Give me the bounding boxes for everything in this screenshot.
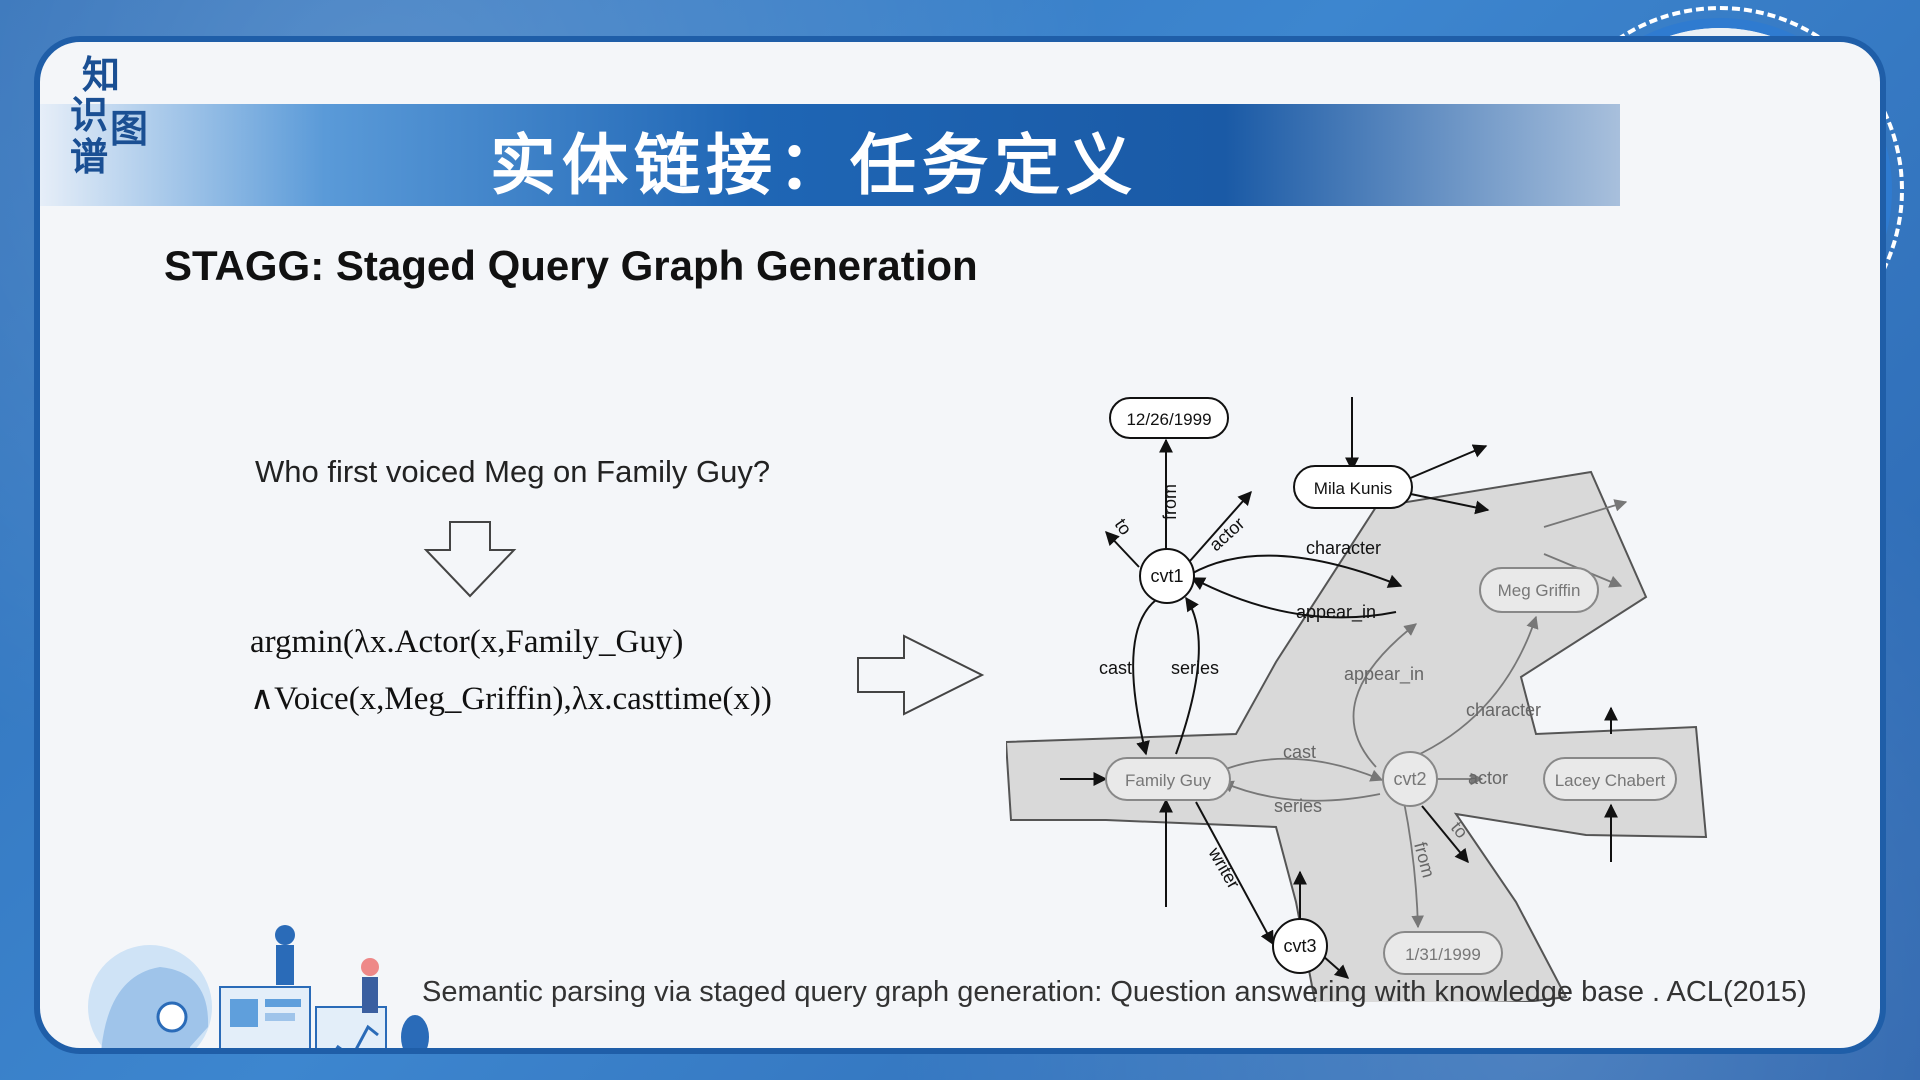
node-cvt3-label: cvt3 <box>1283 936 1316 956</box>
formula-line-2: ∧Voice(x,Meg_Griffin),λx.casttime(x)) <box>250 681 772 717</box>
edge-label-writer: writer <box>1204 843 1244 892</box>
edge-label-appear-in2: appear_in <box>1344 664 1424 685</box>
query-graph: 12/26/1999 Mila Kunis cvt1 Meg Griffin F… <box>1006 397 1708 1002</box>
node-date1-label: 12/26/1999 <box>1126 410 1211 429</box>
subtitle: STAGG: Staged Query Graph Generation <box>164 242 978 289</box>
edge-label-actor1: actor <box>1205 513 1248 555</box>
citation: Semantic parsing via staged query graph … <box>422 976 1807 1008</box>
formula-line-1: argmin(λx.Actor(x,Family_Guy) <box>250 624 684 660</box>
node-date2-label: 1/31/1999 <box>1405 945 1481 964</box>
node-meg-label: Meg Griffin <box>1498 581 1581 600</box>
logo-char-2: 识 <box>70 93 109 137</box>
decorative-illustration <box>88 925 429 1048</box>
edge-label-actor2: actor <box>1468 768 1508 788</box>
title-bar <box>40 104 1620 206</box>
edge-label-to1: to <box>1111 515 1136 539</box>
edge-label-from1: from <box>1160 484 1180 520</box>
question-text: Who first voiced Meg on Family Guy? <box>255 454 771 489</box>
right-arrow-icon <box>857 634 985 716</box>
node-cvt2-label: cvt2 <box>1393 769 1426 789</box>
edge-label-series1: series <box>1171 658 1219 678</box>
edge-label-cast1: cast <box>1099 658 1132 678</box>
edge-label-appear-in1: appear_in <box>1296 602 1376 623</box>
node-lacey: Lacey Chabert <box>1543 757 1677 801</box>
node-date2: 1/31/1999 <box>1383 931 1503 975</box>
node-meg: Meg Griffin <box>1479 567 1599 613</box>
logo-char-1: 知 <box>82 53 121 97</box>
node-cvt3: cvt3 <box>1272 918 1328 974</box>
node-family: Family Guy <box>1105 757 1231 801</box>
node-cvt1: cvt1 <box>1139 548 1195 604</box>
node-date1: 12/26/1999 <box>1109 397 1229 439</box>
node-family-label: Family Guy <box>1125 771 1211 790</box>
logo: 知 识 图 谱 <box>60 52 170 182</box>
node-cvt1-label: cvt1 <box>1150 566 1183 586</box>
node-mila-label: Mila Kunis <box>1314 479 1392 498</box>
slide-title: 实体链接：任务定义 <box>490 127 1138 204</box>
edge-label-series2: series <box>1274 796 1322 816</box>
edge-label-character1: character <box>1306 538 1381 558</box>
edge-label-cast2: cast <box>1283 742 1316 762</box>
slide: 实体链接：任务定义 知 识 图 谱 STAGG: Staged Query Gr… <box>34 36 1886 1054</box>
node-cvt2: cvt2 <box>1382 751 1438 807</box>
down-arrow-icon <box>423 521 517 598</box>
logo-char-4: 谱 <box>70 135 109 179</box>
node-lacey-label: Lacey Chabert <box>1555 771 1666 790</box>
logo-char-3: 图 <box>110 107 149 151</box>
edge-label-character2: character <box>1466 700 1541 720</box>
node-mila: Mila Kunis <box>1293 465 1413 509</box>
